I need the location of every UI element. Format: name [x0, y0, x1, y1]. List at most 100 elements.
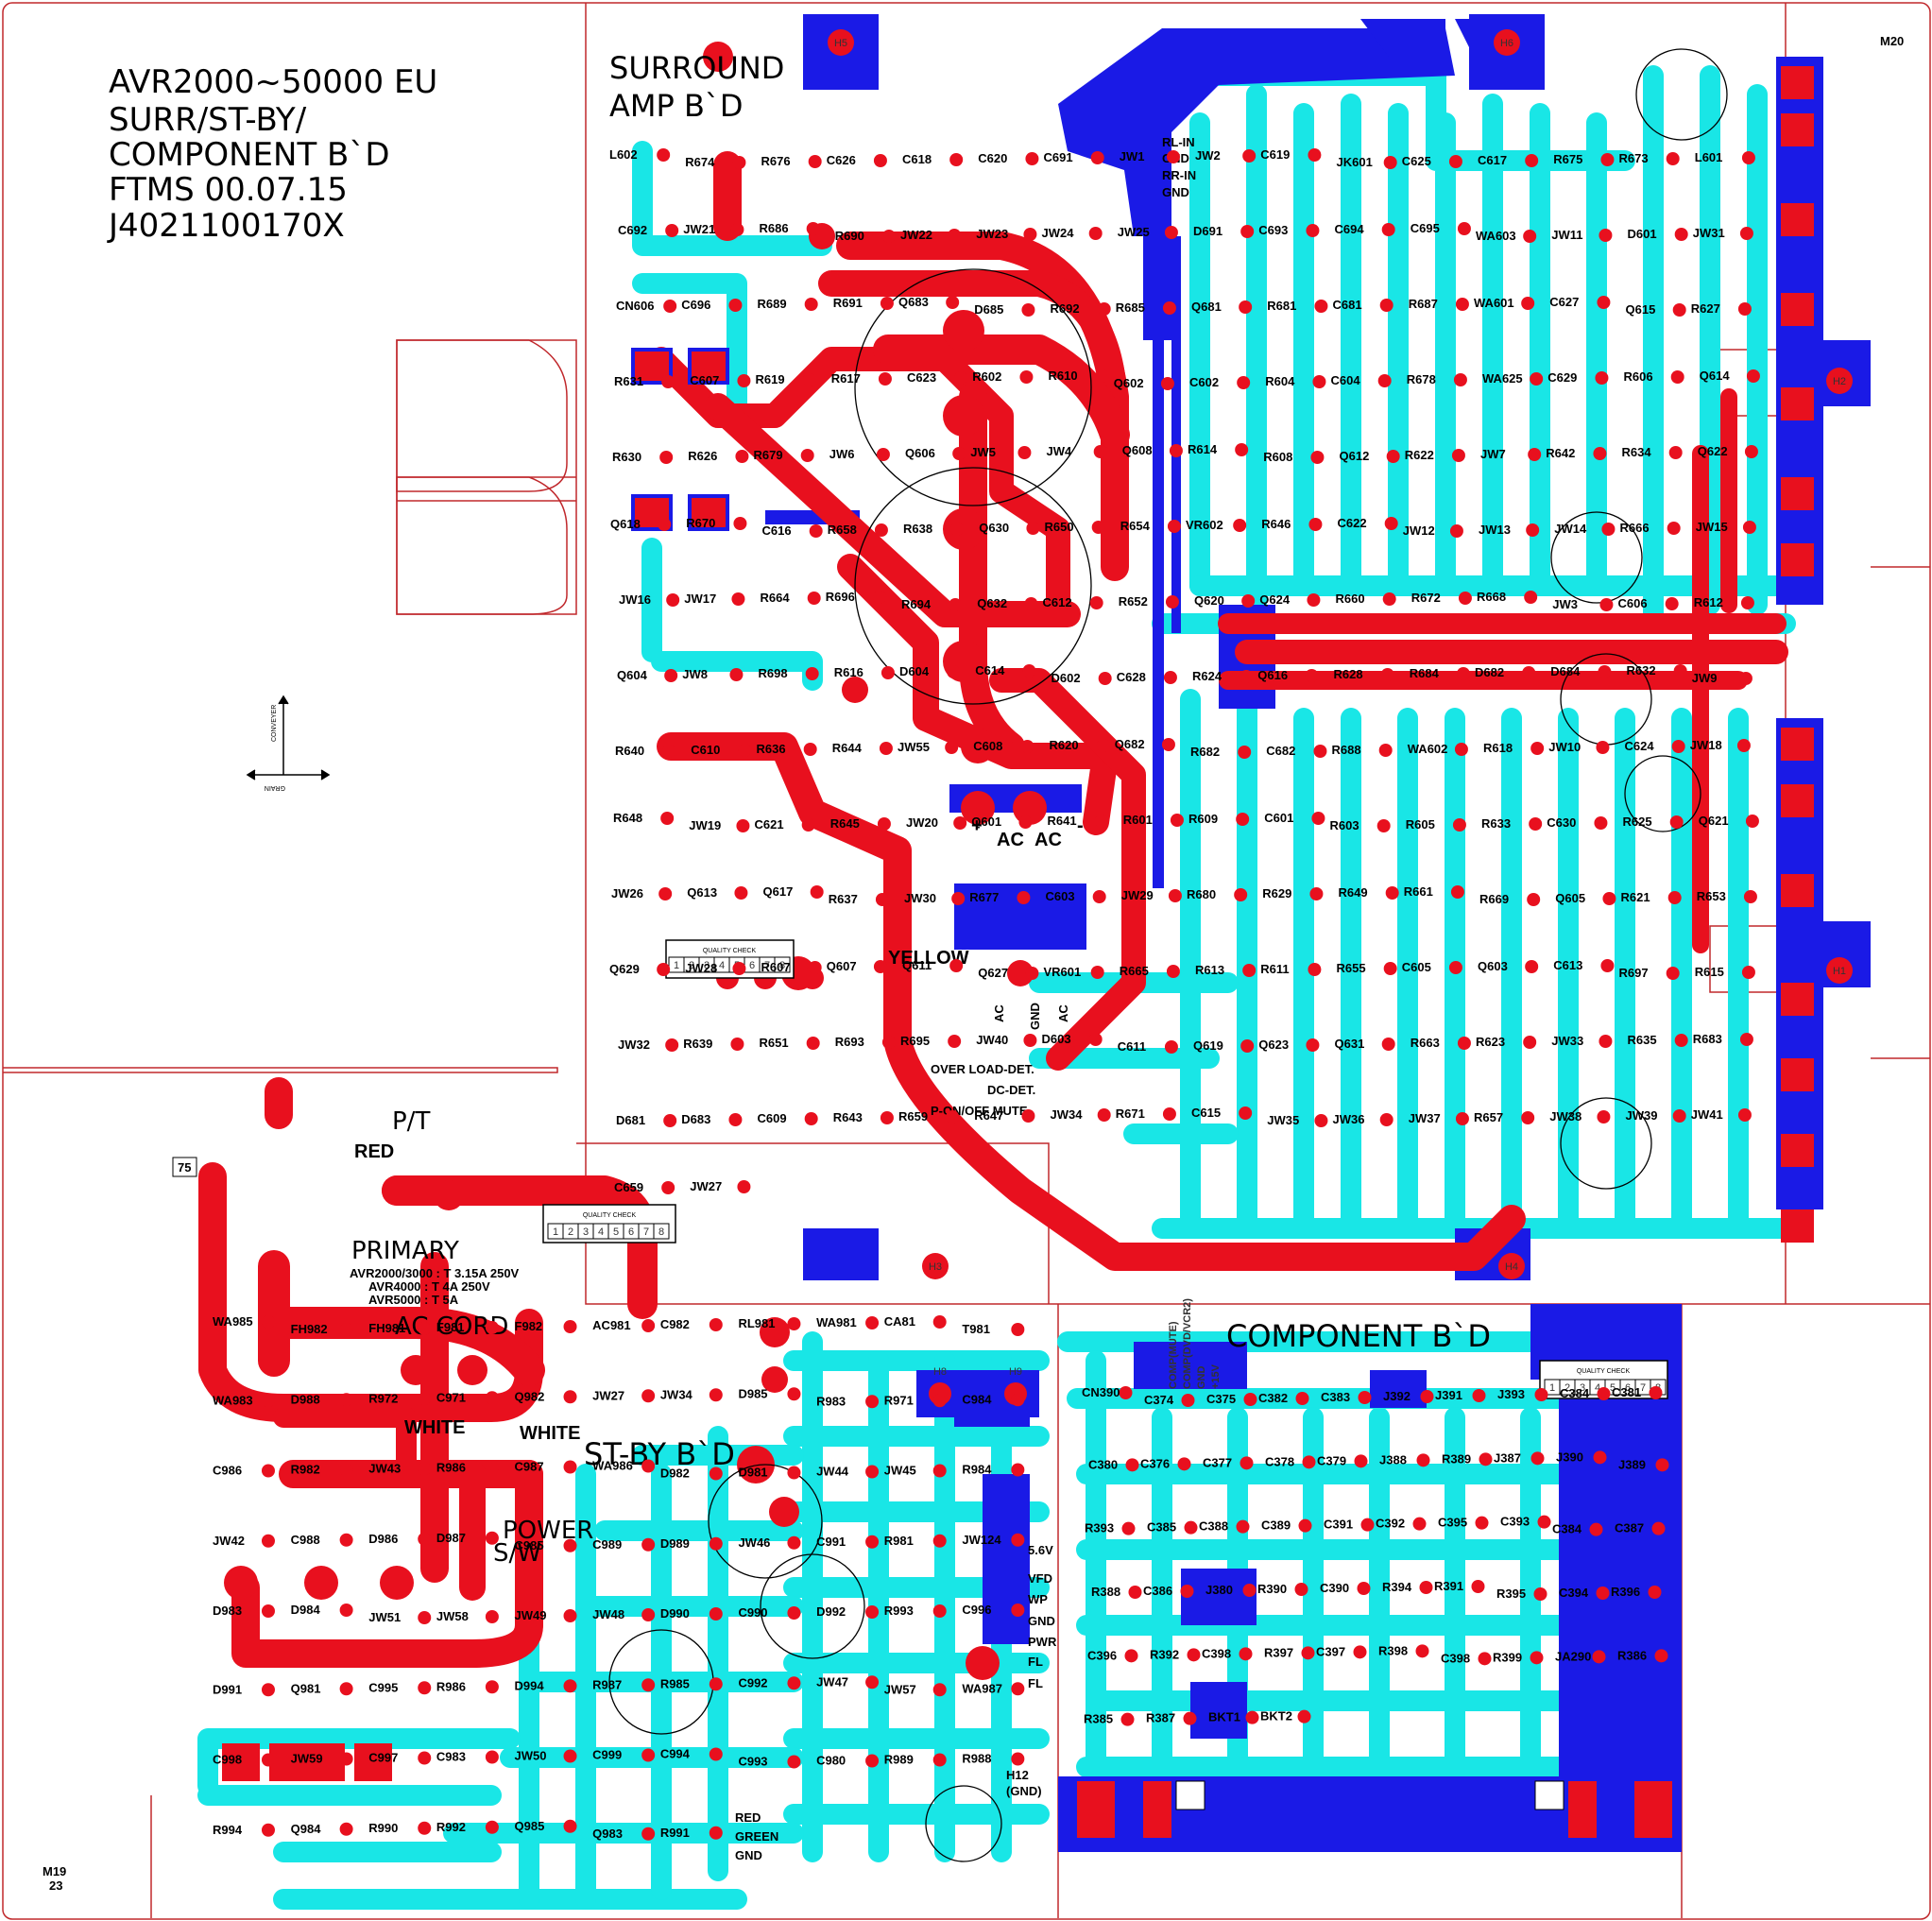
designator-r632: R632 — [1627, 663, 1656, 677]
svg-text:WHITE: WHITE — [520, 1423, 580, 1444]
svg-text:GND: GND — [735, 1848, 762, 1862]
designator-jw36: JW36 — [1333, 1112, 1365, 1126]
component-pad — [1451, 449, 1465, 462]
component-pad — [661, 1181, 675, 1194]
designator-d602: D602 — [1051, 671, 1081, 685]
corner-mark-bottom-left-small: 23 — [49, 1878, 62, 1893]
component-pad — [1297, 1709, 1311, 1724]
designator-c627: C627 — [1549, 295, 1579, 309]
component-pad — [1472, 1389, 1486, 1402]
component-pad — [805, 667, 819, 680]
designator-q982: Q982 — [515, 1389, 545, 1403]
svg-text:PWR: PWR — [1028, 1635, 1057, 1649]
designator-c983: C983 — [436, 1750, 466, 1764]
svg-text:QUALITY CHECK: QUALITY CHECK — [1577, 1368, 1631, 1375]
component-pad — [339, 1463, 353, 1477]
component-pad — [1530, 1451, 1545, 1466]
designator-c681: C681 — [1333, 298, 1362, 312]
component-pad — [1478, 1652, 1492, 1666]
component-pad — [865, 1675, 880, 1689]
designator-c397: C397 — [1316, 1644, 1345, 1658]
component-pad — [1161, 738, 1175, 751]
component-pad — [1240, 1456, 1254, 1470]
designator-r695: R695 — [900, 1034, 930, 1048]
designator-c389: C389 — [1261, 1518, 1291, 1533]
designator-r659: R659 — [898, 1109, 928, 1123]
svg-text:H4: H4 — [1505, 1261, 1518, 1273]
component-pad — [874, 523, 888, 537]
svg-text:GND: GND — [1028, 1614, 1055, 1628]
svg-text:WHITE: WHITE — [404, 1417, 465, 1438]
designator-r694: R694 — [901, 597, 932, 611]
component-pad — [1168, 889, 1182, 902]
component-pad — [1128, 1586, 1142, 1599]
designator-c692: C692 — [618, 223, 647, 237]
designator-r665: R665 — [1120, 964, 1149, 978]
component-pad — [418, 1392, 432, 1406]
component-pad — [732, 156, 746, 169]
component-pad — [1471, 1580, 1485, 1593]
component-pad — [1384, 517, 1398, 530]
component-pad — [1093, 445, 1107, 458]
component-pad — [563, 1460, 577, 1474]
designator-c988: C988 — [291, 1533, 320, 1547]
component-pad — [665, 1038, 679, 1052]
designator-c606: C606 — [1618, 596, 1648, 610]
designator-r986: R986 — [436, 1461, 466, 1475]
component-pad — [809, 524, 823, 538]
component-pad — [1666, 967, 1680, 980]
designator-r618: R618 — [1483, 741, 1513, 755]
designator-r601: R601 — [1123, 813, 1153, 827]
component-pad — [1522, 666, 1536, 679]
designator-r630: R630 — [612, 450, 641, 464]
designator-r642: R642 — [1546, 446, 1575, 460]
designator-jw20: JW20 — [906, 815, 938, 830]
component-pad — [1528, 448, 1542, 461]
designator-r684: R684 — [1410, 666, 1440, 680]
title-line-1: AVR2000~50000 EU — [109, 63, 437, 101]
designator-r994: R994 — [213, 1823, 243, 1837]
component-pad — [1746, 369, 1760, 383]
designator-d984: D984 — [291, 1603, 321, 1617]
component-pad — [1163, 671, 1177, 684]
component-pad — [952, 447, 966, 460]
designator-r693: R693 — [835, 1035, 864, 1049]
designator-c695: C695 — [1411, 221, 1440, 235]
designator-jw22: JW22 — [900, 228, 932, 242]
component-pad — [1239, 300, 1253, 314]
component-pad — [1745, 815, 1759, 828]
designator-wa987: WA987 — [962, 1681, 1002, 1695]
component-pad — [1385, 886, 1399, 900]
component-pad — [1354, 1454, 1368, 1468]
designator-c396: C396 — [1087, 1648, 1117, 1662]
designator-d990: D990 — [660, 1606, 690, 1621]
designator-c990: C990 — [738, 1605, 767, 1620]
component-pad — [1600, 153, 1615, 166]
component-pad — [1019, 370, 1034, 384]
component-pad — [1025, 967, 1039, 980]
designator-c992: C992 — [738, 1675, 767, 1689]
component-pad — [1092, 890, 1106, 903]
component-pad — [1187, 1648, 1201, 1662]
svg-text:+: + — [971, 815, 983, 836]
component-pad — [1242, 964, 1257, 977]
designator-c608: C608 — [973, 739, 1002, 753]
component-pad — [730, 1038, 744, 1051]
designator-r644: R644 — [832, 741, 863, 755]
designator-d682: D682 — [1475, 665, 1504, 679]
designator-r394: R394 — [1382, 1580, 1412, 1594]
designator-r677: R677 — [969, 890, 999, 904]
designator-r390: R390 — [1257, 1582, 1287, 1596]
designator-q614: Q614 — [1700, 369, 1731, 383]
component-pad — [787, 1317, 801, 1330]
designator-r990: R990 — [368, 1821, 398, 1835]
designator-j391: J391 — [1435, 1388, 1462, 1402]
designator-r641: R641 — [1048, 814, 1077, 828]
designator-c628: C628 — [1117, 670, 1146, 684]
designator-jw33: JW33 — [1551, 1034, 1583, 1048]
designator-r660: R660 — [1336, 592, 1365, 606]
designator-r649: R649 — [1339, 885, 1368, 900]
quality-check-box — [774, 956, 791, 973]
component-pad — [1654, 1649, 1668, 1663]
designator-q632: Q632 — [977, 596, 1007, 610]
